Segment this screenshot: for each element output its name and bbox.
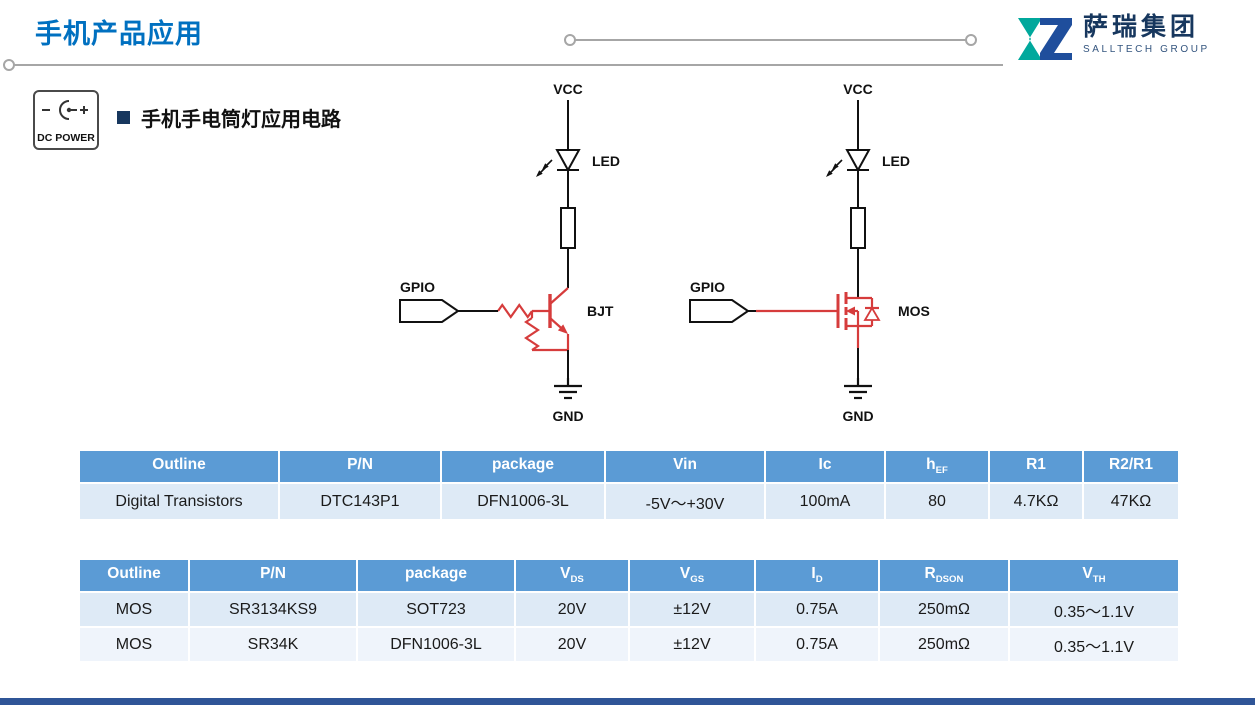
column-header: VTH: [1008, 558, 1180, 593]
section-heading-text: 手机手电筒灯应用电路: [141, 109, 341, 131]
company-name: 萨瑞集团: [1083, 13, 1200, 41]
table-cell: DTC143P1: [278, 482, 442, 521]
footer-accent-bar: [0, 698, 1255, 705]
table-row: MOS SR34K DFN1006-3L 20V ±12V 0.75A 250m…: [78, 626, 1180, 663]
table-cell: DFN1006-3L: [356, 626, 516, 663]
table-cell: DFN1006-3L: [440, 482, 606, 521]
column-header: R2/R1: [1082, 449, 1180, 484]
column-header: P/N: [188, 558, 358, 593]
table-header-row: Outline P/N package Vin Ic hEF R1 R2/R1: [78, 449, 1180, 484]
dc-power-badge: DC POWER: [33, 90, 99, 150]
column-header: Outline: [78, 449, 280, 484]
column-header: R1: [988, 449, 1084, 484]
dc-plug-icon: [42, 100, 88, 120]
circuit-diagrams: VCC LED: [399, 81, 930, 424]
base-resistor-symbol: [497, 303, 533, 319]
table-cell: ±12V: [628, 591, 756, 628]
gnd-label: GND: [552, 408, 583, 424]
table-cell: 0.75A: [754, 591, 880, 628]
gpio-label: GPIO: [400, 279, 435, 295]
column-header: Ic: [764, 449, 886, 484]
header-divider: [3, 34, 1003, 71]
table-cell: Digital Transistors: [78, 482, 280, 521]
led-label: LED: [592, 153, 620, 169]
table-cell: SOT723: [356, 591, 516, 628]
column-header: Vin: [604, 449, 766, 484]
vcc-label: VCC: [843, 81, 873, 97]
table-cell: 4.7KΩ: [988, 482, 1084, 521]
gpio-label: GPIO: [690, 279, 725, 295]
table-cell: MOS: [78, 591, 190, 628]
mos-label: MOS: [898, 303, 930, 319]
table-row: Digital Transistors DTC143P1 DFN1006-3L …: [78, 482, 1180, 521]
gpio-arrow: [399, 299, 460, 323]
table-row: MOS SR3134KS9 SOT723 20V ±12V 0.75A 250m…: [78, 591, 1180, 628]
column-header: VGS: [628, 558, 756, 593]
section-heading: 手机手电筒灯应用电路: [117, 103, 341, 132]
bjt-label: BJT: [587, 303, 614, 319]
column-header: ID: [754, 558, 880, 593]
table-cell: 0.35～1.1V: [1008, 591, 1180, 628]
table-cell: 80: [884, 482, 990, 521]
led-label: LED: [882, 153, 910, 169]
bjt-flashlight-circuit: VCC LED: [399, 81, 620, 424]
table-cell: -5V～+30V: [604, 482, 766, 521]
gnd-symbol: [554, 378, 582, 400]
table-cell: 250mΩ: [878, 591, 1010, 628]
gnd-label: GND: [842, 408, 873, 424]
table-cell: 20V: [514, 591, 630, 628]
led-symbol: [826, 149, 871, 177]
led-symbol: [536, 149, 581, 177]
column-header: Outline: [78, 558, 190, 593]
column-header: package: [356, 558, 516, 593]
table-cell: SR34K: [188, 626, 358, 663]
column-header: RDSON: [878, 558, 1010, 593]
resistor-symbol: [850, 207, 866, 249]
resistor-symbol: [560, 207, 576, 249]
pulldown-resistor-symbol: [524, 317, 540, 351]
body-diode: [863, 298, 881, 326]
table-header-row: Outline P/N package VDS VGS ID RDSON VTH: [78, 558, 1180, 593]
column-header: hEF: [884, 449, 990, 484]
mos-spec-table: Outline P/N package VDS VGS ID RDSON VTH…: [78, 558, 1180, 663]
page-title: 手机产品应用: [35, 19, 203, 49]
table-cell: ±12V: [628, 626, 756, 663]
company-subtitle: SALLTECH GROUP: [1083, 43, 1210, 55]
column-header: P/N: [278, 449, 442, 484]
logo-mark: [1018, 18, 1072, 60]
column-header: package: [440, 449, 606, 484]
table-cell: MOS: [78, 626, 190, 663]
mos-flashlight-circuit: VCC LED: [689, 81, 930, 424]
dc-power-label: DC POWER: [37, 132, 95, 144]
table-cell: 250mΩ: [878, 626, 1010, 663]
table-cell: 20V: [514, 626, 630, 663]
bullet-square-icon: [117, 111, 130, 124]
table-cell: 100mA: [764, 482, 886, 521]
gnd-symbol: [844, 378, 872, 400]
table-cell: 0.35～1.1V: [1008, 626, 1180, 663]
table-cell: SR3134KS9: [188, 591, 358, 628]
vcc-label: VCC: [553, 81, 583, 97]
company-logo: 萨瑞集团 SALLTECH GROUP: [1016, 13, 1210, 64]
gpio-arrow: [689, 299, 750, 323]
table-cell: 0.75A: [754, 626, 880, 663]
table-cell: 47KΩ: [1082, 482, 1180, 521]
mosfet-symbol: [756, 292, 881, 348]
transistor-spec-table: Outline P/N package Vin Ic hEF R1 R2/R1 …: [78, 449, 1180, 521]
bjt-symbol: [497, 287, 570, 352]
column-header: VDS: [514, 558, 630, 593]
